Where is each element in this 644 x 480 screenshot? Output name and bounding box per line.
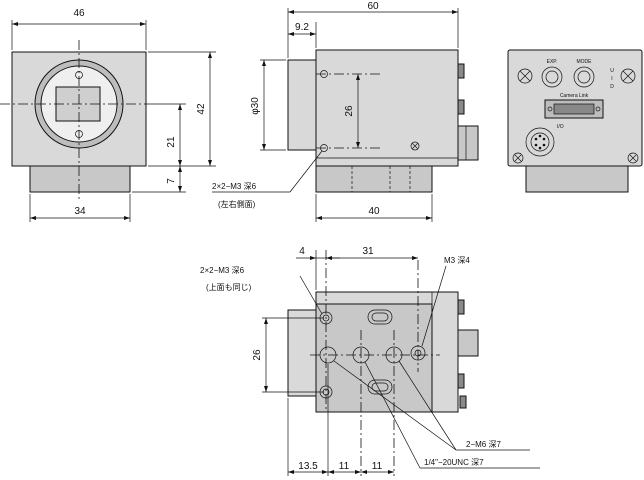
dim-front-offset-21: 21	[166, 136, 177, 148]
dim-bottom-offset-4: 4	[299, 246, 305, 257]
note-top-holes: 2×2−M3 深6	[200, 266, 245, 275]
side-body	[315, 49, 459, 167]
rear-screw-icon	[512, 152, 524, 164]
rear-tripod-base	[525, 165, 629, 193]
io-connector-icon	[525, 127, 555, 157]
dim-side-hole-spacing: 26	[344, 105, 355, 117]
rear-screw-icon	[620, 68, 636, 84]
rear-label-exp: EXP.	[547, 59, 558, 65]
svg-text:I: I	[611, 76, 612, 82]
dim-side-offset: 9.2	[295, 22, 309, 33]
bottom-tripod-plate	[315, 303, 433, 413]
side-connector	[457, 125, 479, 161]
front-view: 46 42 21 7 34	[0, 8, 216, 222]
side-lens-mount	[287, 59, 317, 151]
note-side-holes-sub: (左右側面)	[218, 199, 256, 209]
dim-side-length: 60	[367, 1, 379, 12]
slot-icon	[367, 309, 393, 325]
dim-bottom-11-a: 11	[339, 461, 350, 472]
dim-bottom-11-b: 11	[372, 461, 383, 472]
exp-knob-icon	[541, 66, 563, 88]
bottom-lens-mount	[287, 309, 317, 397]
rear-screw-icon	[517, 68, 533, 84]
side-knob	[457, 63, 465, 79]
dim-bottom-span-31: 31	[362, 246, 374, 257]
note-side-holes: 2×2−M3 深6	[212, 182, 257, 191]
rear-view: EXP. MODE U I D Camera Link I/O	[507, 49, 643, 193]
slot-icon	[367, 379, 393, 395]
bottom-view: 4 31 26 13.5 11 11 2×2−M3 深6 (上面も同じ) M3 …	[200, 246, 540, 476]
dim-side-diameter: φ30	[250, 97, 261, 115]
dim-front-height: 42	[196, 103, 207, 115]
dim-front-offset-7: 7	[166, 178, 177, 184]
side-view: 60 9.2 φ30 26 40 2×2−M3 深6 (左右側面)	[212, 1, 479, 222]
rear-label-io: I/O	[557, 124, 564, 130]
mode-knob-icon	[573, 66, 595, 88]
note-top-holes-sub: (上面も同じ)	[206, 283, 252, 292]
front-tripod-base	[29, 165, 131, 193]
dim-side-base: 40	[368, 206, 380, 217]
side-tripod-base	[315, 165, 433, 193]
rear-label-mode: MODE	[577, 59, 593, 65]
note-m6: 2−M6 深7	[466, 440, 501, 449]
rear-label-uid: U	[610, 68, 614, 74]
dim-front-width: 46	[73, 8, 85, 19]
dim-bottom-height-26: 26	[252, 349, 263, 361]
note-m3: M3 深4	[444, 256, 470, 265]
dim-bottom-13-5: 13.5	[298, 461, 318, 472]
note-unc: 1/4"−20UNC 深7	[424, 458, 484, 467]
rear-screw-icon	[627, 152, 639, 164]
rear-label-camera-link: Camera Link	[560, 93, 589, 99]
svg-text:D: D	[610, 84, 614, 90]
dim-front-base: 34	[74, 206, 86, 217]
side-knob	[457, 99, 465, 115]
